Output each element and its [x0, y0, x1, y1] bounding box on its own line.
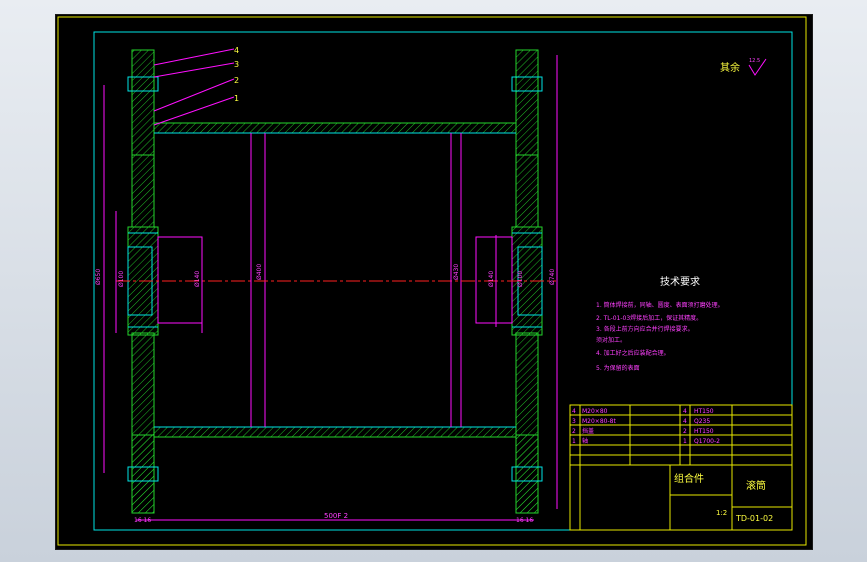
cad-drawing: 4 3 2 1 500F 2 16 16 16 16 Ø650 Ø740 Ø40…	[57, 16, 807, 546]
part-name: 滚筒	[746, 479, 766, 492]
dim-shaft-left: Ø140	[194, 271, 201, 287]
bom-qty: 2	[683, 428, 687, 435]
drum-shell	[153, 122, 517, 438]
assembly-name: 组合件	[674, 472, 704, 485]
bom-no: 1	[572, 438, 576, 445]
dimension-lines	[103, 48, 558, 521]
bom-name: 轴	[582, 437, 588, 445]
bom-name: M20×80-8t	[582, 418, 616, 425]
part-label-3: 3	[234, 60, 239, 69]
bom-qty: 4	[683, 408, 687, 415]
tech-note: 1. 筒体焊接前，同轴、圆度、表面须打磨处理。	[596, 301, 724, 309]
bom-material: HT150	[694, 408, 714, 415]
dim-left-flange: 16 16	[134, 517, 151, 524]
roughness-note: 其余	[720, 61, 740, 74]
inner-frame	[93, 31, 793, 531]
bom-no: 2	[572, 428, 576, 435]
bom-material: Q235	[694, 418, 710, 425]
tech-note: 4. 加工好之后应装配合理。	[596, 349, 670, 357]
tech-note: 5. 为保留的表面	[596, 364, 640, 372]
bom-no: 4	[572, 408, 576, 415]
dim-shell-dia: Ø430	[453, 264, 460, 280]
dim-bore-right: Ø100	[517, 271, 524, 287]
title-block	[569, 404, 793, 531]
dim-outer-dia-right: Ø740	[549, 269, 556, 285]
bom-qty: 1	[683, 438, 687, 445]
part-label-4: 4	[234, 46, 239, 55]
tech-note: 须对加工。	[596, 336, 626, 344]
bom-material: Q1700-2	[694, 438, 720, 445]
dim-shaft-right: Ø140	[488, 271, 495, 287]
bom-name: 挡盖	[582, 427, 594, 435]
dim-drum-dia: Ø400	[256, 264, 263, 280]
tech-note: 2. TL-01-03焊接后加工，保证其精度。	[596, 314, 702, 322]
cad-viewport[interactable]: 4 3 2 1 500F 2 16 16 16 16 Ø650 Ø740 Ø40…	[55, 14, 813, 550]
dim-bore-left: Ø100	[118, 271, 125, 287]
part-label-1: 1	[234, 94, 239, 103]
roughness-symbol	[748, 58, 767, 76]
bom-qty: 4	[683, 418, 687, 425]
bom-table: 4 M20×80 4 HT150 3 M20×80-8t 4 Q235 2 挡盖…	[572, 408, 720, 445]
dim-right-flange: 16 16	[516, 517, 533, 524]
outer-frame	[57, 16, 807, 546]
roughness-value: 12.5	[749, 58, 760, 64]
bom-name: M20×80	[582, 408, 608, 415]
scale-value: 1:2	[716, 509, 727, 517]
tech-requirements-list: 1. 筒体焊接前，同轴、圆度、表面须打磨处理。 2. TL-01-03焊接后加工…	[596, 301, 724, 372]
part-label-2: 2	[234, 76, 239, 85]
drawing-number: TD-01-02	[735, 514, 773, 523]
bom-material: HT150	[694, 428, 714, 435]
tech-requirements-title: 技术要求	[660, 275, 700, 288]
bom-no: 3	[572, 418, 576, 425]
dim-overall-width: 500F 2	[324, 512, 348, 520]
tech-note: 3. 各段上前方向应合并行焊接要求。	[596, 325, 694, 333]
dim-outer-dia-left: Ø650	[95, 269, 102, 285]
